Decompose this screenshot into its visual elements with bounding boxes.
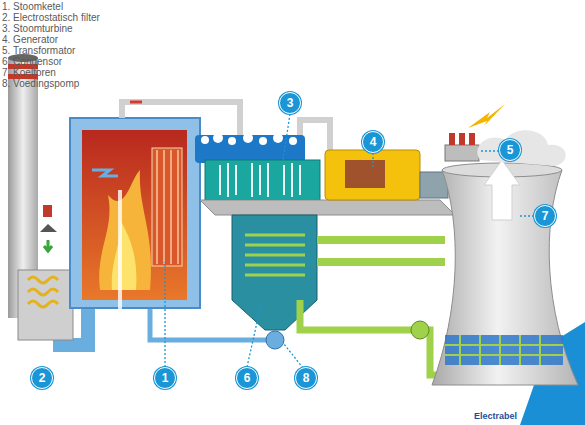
- boiler-furnace: [82, 130, 187, 300]
- key-entry: 3. Stoomturbine: [2, 23, 73, 34]
- fuel-barrel: [43, 205, 52, 217]
- callout-circle: 4: [362, 131, 384, 153]
- condenser: [232, 215, 317, 330]
- callout-circle: 5: [499, 139, 521, 161]
- tower-lattice: [445, 335, 563, 365]
- key-entry: 4. Generator: [2, 34, 58, 45]
- cooling-pipe: [317, 258, 445, 266]
- callout-number: 2: [39, 372, 46, 384]
- key-entry: 5. Transformator: [2, 45, 75, 56]
- leader-lines: [165, 114, 534, 368]
- steam-bubbles: [201, 133, 297, 145]
- boiler-frame: [70, 118, 200, 308]
- condenser-shell: [232, 215, 317, 330]
- generator: [325, 150, 448, 200]
- callout-circle: 2: [31, 367, 53, 389]
- air-arrow: [484, 160, 520, 220]
- generator-coil: [345, 160, 385, 188]
- callout-circle: 7: [534, 205, 556, 227]
- cooling-pipe: [317, 236, 445, 244]
- key-entry: 7. Koeltoren: [2, 67, 56, 78]
- boiler: [70, 118, 200, 310]
- electrostatic-filter: [18, 270, 73, 340]
- callout-number: 8: [303, 372, 310, 384]
- transformer-body: [445, 145, 479, 161]
- turbine-blades: [220, 163, 300, 197]
- boiler-coil: [92, 170, 118, 176]
- generator-housing: [325, 150, 420, 200]
- turbine-casing: [205, 160, 320, 200]
- key-entry: 2. Electrostatisch filter: [2, 12, 100, 23]
- filter-housing: [18, 270, 73, 340]
- burner-pipe: [118, 190, 122, 310]
- cooling-tower: [432, 130, 578, 385]
- feed-pump: [266, 331, 284, 349]
- steam-arrow: [130, 101, 142, 104]
- key-entry: 8. Voedingspomp: [2, 78, 79, 89]
- fuel-coal: [40, 224, 57, 232]
- bushing: [449, 133, 455, 145]
- callout-number: 6: [244, 372, 251, 384]
- cooling-pump: [411, 321, 429, 339]
- callout-circle: 6: [236, 367, 258, 389]
- boiler-flame: [99, 170, 151, 290]
- brand-watermark: Electrabel: [474, 411, 517, 422]
- condenser-tubes: [245, 235, 305, 275]
- tower-fill: [445, 335, 563, 365]
- callout-number: 4: [370, 136, 377, 148]
- bushing: [459, 133, 465, 145]
- callout-number: 5: [507, 144, 514, 156]
- turbine-platform: [200, 200, 455, 215]
- callout-number: 7: [542, 210, 549, 222]
- bushing: [469, 133, 475, 145]
- lightning-bolt: [468, 104, 505, 128]
- callout-circle: 3: [279, 92, 301, 114]
- boiler-flame-core: [112, 220, 137, 290]
- fuel-arrow: [44, 240, 52, 251]
- key-entry: 6. Condensor: [2, 56, 62, 67]
- steam-pipe: [122, 102, 240, 140]
- steam-cloud: [477, 130, 565, 166]
- callout-circle: 1: [154, 367, 176, 389]
- tube-lines: [157, 150, 178, 264]
- callout-circle: 8: [295, 367, 317, 389]
- tube-bundle: [152, 148, 182, 266]
- key-entry: 1. Stoomketel: [2, 1, 63, 12]
- callout-number: 1: [162, 372, 169, 384]
- steam-turbine: [205, 160, 320, 200]
- callout-number: 3: [287, 97, 294, 109]
- filter-plates: [28, 277, 58, 307]
